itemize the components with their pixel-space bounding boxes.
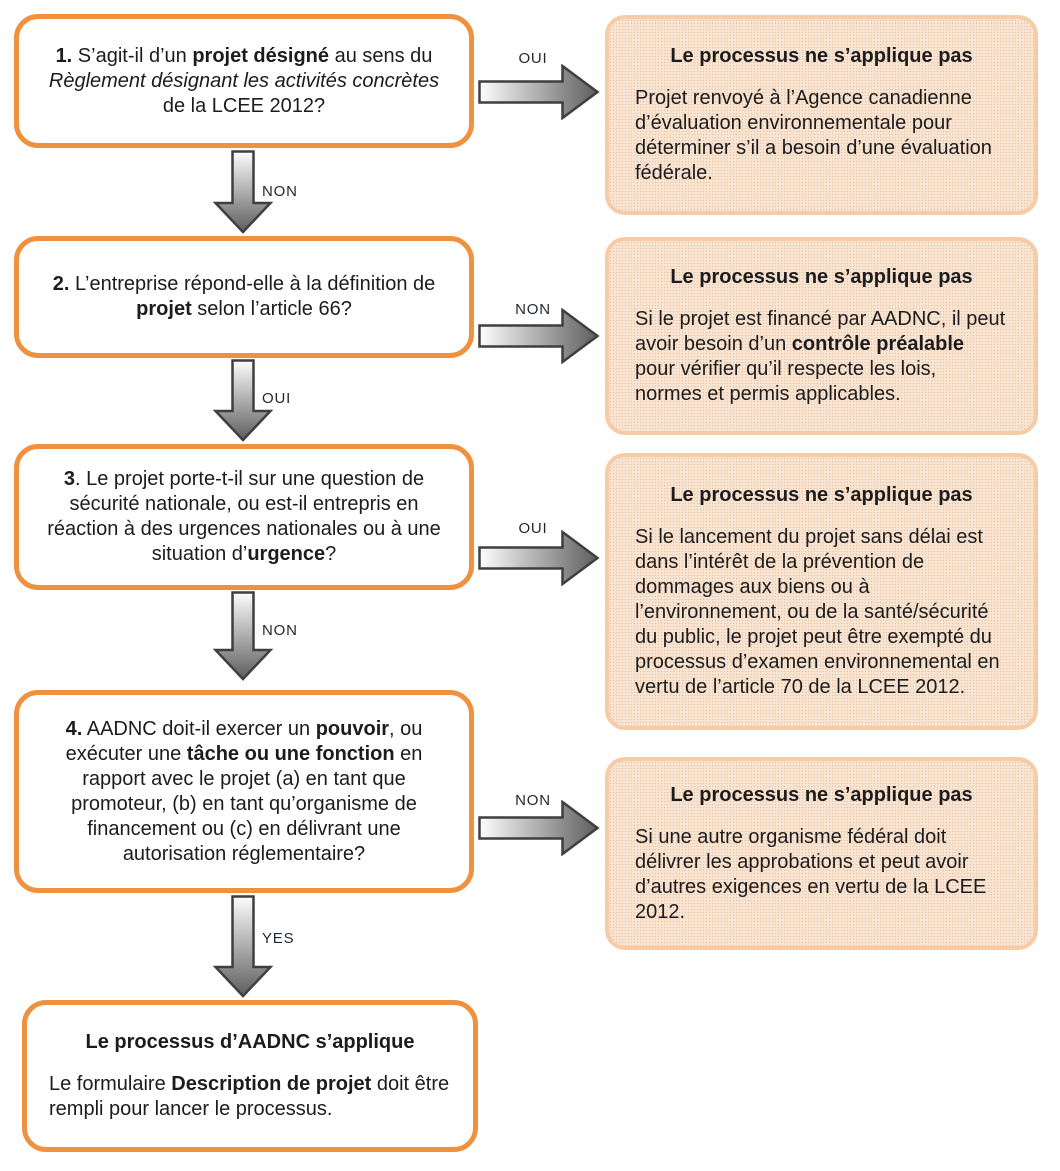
question-3-text: 3. Le projet porte-t-il sur une question…	[47, 468, 441, 565]
question-1-text: 1. S’agit-il d’un projet désigné au sens…	[48, 44, 440, 117]
down-arrow-1-label: NON	[262, 183, 298, 200]
outcome-3-body: Si le lancement du projet sans délai est…	[635, 526, 1000, 698]
outcome-1-title: Le processus ne s’applique pas	[670, 45, 973, 67]
outcome-box-3: Le processus ne s’applique pas Si le lan…	[605, 453, 1038, 730]
question-box-4: 4. AADNC doit-il exercer un pouvoir, ou …	[14, 690, 474, 893]
right-arrow-1-label: OUI	[518, 50, 548, 67]
outcome-2-title: Le processus ne s’applique pas	[670, 266, 973, 288]
down-arrow-3-icon	[213, 591, 273, 681]
down-arrow-3-label: NON	[262, 622, 298, 639]
down-arrow-1-icon	[213, 150, 273, 234]
outcome-box-4: Le processus ne s’applique pas Si une au…	[605, 757, 1038, 950]
down-arrow-2-icon	[213, 359, 273, 442]
right-arrow-1-icon	[478, 64, 600, 120]
final-box: Le processus d’AADNC s’applique Le formu…	[22, 1000, 478, 1152]
down-arrow-4-icon	[213, 895, 273, 998]
down-arrow-4-label: YES	[262, 930, 295, 947]
outcome-box-2: Le processus ne s’applique pas Si le pro…	[605, 237, 1038, 435]
question-box-2: 2. L’entreprise répond-elle à la définit…	[14, 236, 474, 358]
right-arrow-4-label: NON	[515, 792, 551, 809]
outcome-2-body: Si le projet est financé par AADNC, il p…	[635, 308, 1006, 405]
question-4-text: 4. AADNC doit-il exercer un pouvoir, ou …	[65, 717, 423, 865]
question-2-text: 2. L’entreprise répond-elle à la définit…	[52, 273, 436, 320]
down-arrow-2-label: OUI	[262, 390, 292, 407]
question-box-3: 3. Le projet porte-t-il sur une question…	[14, 444, 474, 590]
right-arrow-3-label: OUI	[518, 520, 548, 537]
outcome-1-body: Projet renvoyé à l’Agence canadienne d’é…	[635, 87, 992, 184]
outcome-box-1: Le processus ne s’applique pas Projet re…	[605, 15, 1038, 215]
outcome-4-body: Si une autre organisme fédéral doit déli…	[635, 825, 987, 923]
final-title: Le processus d’AADNC s’applique	[85, 1031, 415, 1053]
question-box-1: 1. S’agit-il d’un projet désigné au sens…	[14, 14, 474, 148]
outcome-3-title: Le processus ne s’applique pas	[670, 484, 973, 506]
right-arrow-4-icon	[478, 800, 600, 856]
final-body: Le formulaire Description de projet doit…	[49, 1073, 450, 1120]
right-arrow-3-icon	[478, 530, 600, 586]
right-arrow-2-label: NON	[515, 301, 551, 318]
right-arrow-2-icon	[478, 308, 600, 364]
outcome-4-title: Le processus ne s’applique pas	[670, 783, 973, 806]
